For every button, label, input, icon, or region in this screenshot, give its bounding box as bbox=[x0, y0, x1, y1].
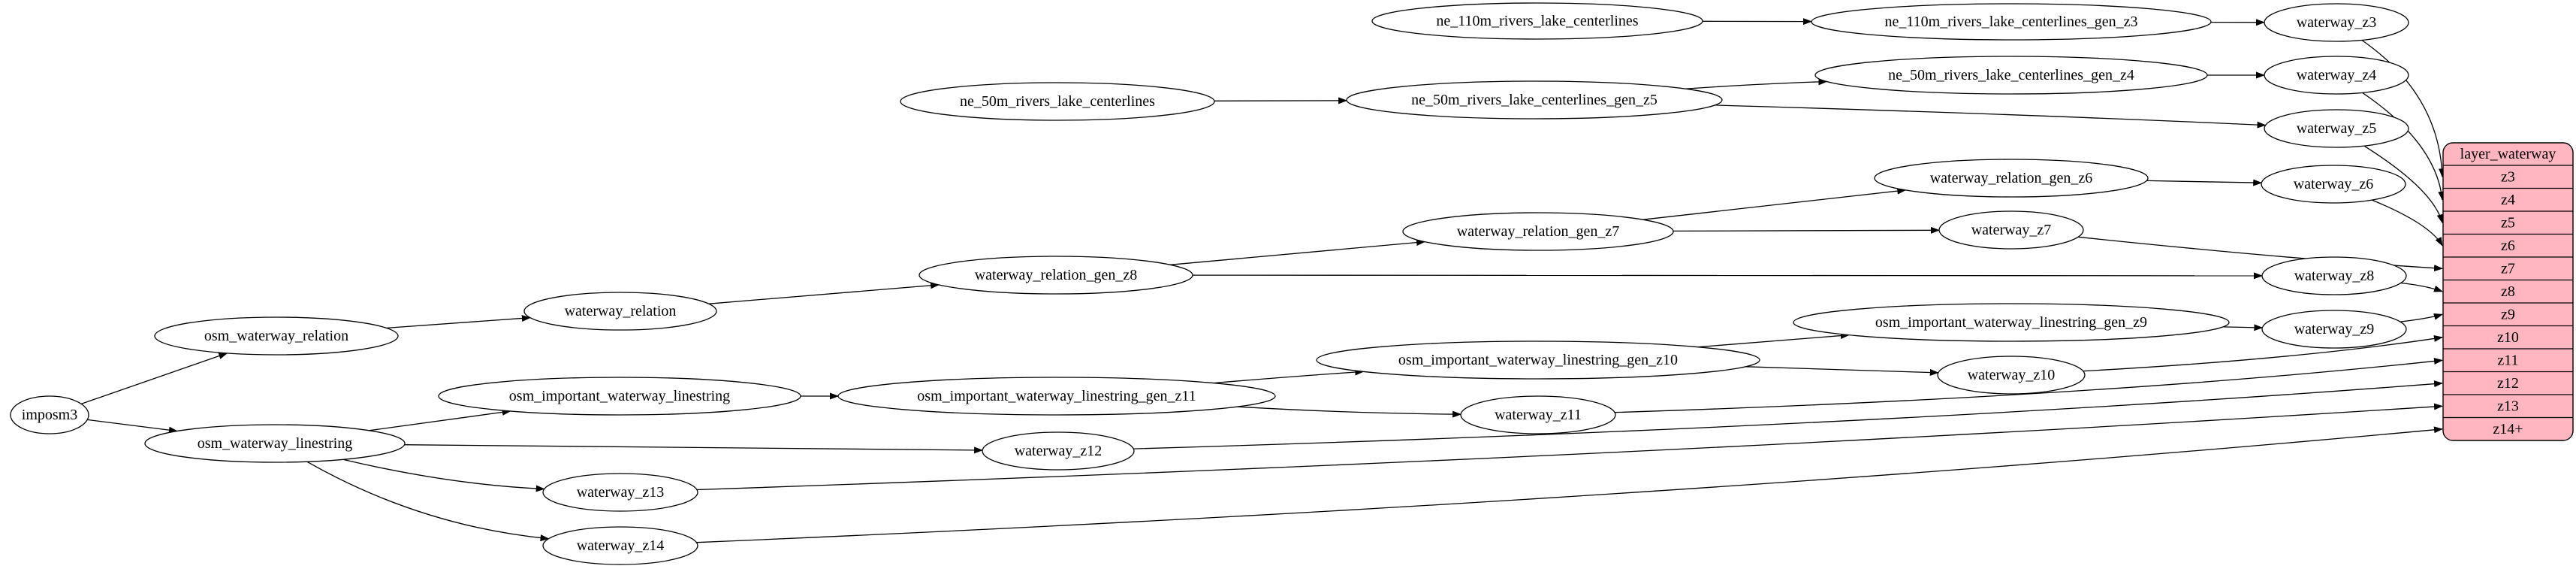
node-label-waterway_z5: waterway_z5 bbox=[2297, 120, 2377, 137]
node-label-waterway_relation: waterway_relation bbox=[565, 303, 677, 319]
table-row-z13: z13 bbox=[2497, 398, 2519, 414]
node-label-waterway_z7: waterway_z7 bbox=[1971, 222, 2052, 238]
node-label-waterway_z8: waterway_z8 bbox=[2294, 268, 2375, 284]
node-osm_important_waterway_linestring_gen_z10: osm_important_waterway_linestring_gen_z1… bbox=[1317, 341, 1760, 379]
node-waterway_z6: waterway_z6 bbox=[2261, 165, 2406, 203]
table-row-z8: z8 bbox=[2501, 283, 2515, 300]
edge-waterway_relation-to-waterway_relation_gen_z8 bbox=[709, 285, 939, 304]
node-waterway_z11: waterway_z11 bbox=[1461, 396, 1615, 434]
edge-waterway_relation_gen_z8-to-waterway_z8 bbox=[1193, 275, 2262, 276]
edge-waterway_z12-to-layer_waterway-z12 bbox=[1133, 383, 2442, 449]
node-waterway_z4: waterway_z4 bbox=[2264, 56, 2409, 94]
edge-waterway_relation_gen_z8-to-waterway_relation_gen_z7 bbox=[1170, 242, 1425, 265]
node-label-waterway_relation_gen_z6: waterway_relation_gen_z6 bbox=[1930, 170, 2093, 186]
node-label-osm_important_waterway_linestring_gen_z11: osm_important_waterway_linestring_gen_z1… bbox=[917, 388, 1196, 404]
table-layer-waterway: layer_waterway z3 z4 z5 z6 z7 z8 z9 z10 z11 z12 z13… bbox=[2443, 143, 2573, 440]
node-waterway_z3: waterway_z3 bbox=[2264, 4, 2409, 41]
node-label-waterway_z4: waterway_z4 bbox=[2297, 67, 2377, 83]
edge-osm_important_waterway_linestring_gen_z10-to-waterway_z10 bbox=[1745, 367, 1938, 373]
node-label-waterway_z3: waterway_z3 bbox=[2297, 14, 2377, 31]
edge-waterway_z8-to-layer_waterway-z8 bbox=[2401, 283, 2442, 292]
edge-waterway_z14-to-layer_waterway-z14+ bbox=[697, 429, 2443, 543]
table-row-z7: z7 bbox=[2501, 260, 2515, 277]
node-waterway_z10: waterway_z10 bbox=[1938, 356, 2085, 394]
node-label-osm_important_waterway_linestring_gen_z10: osm_important_waterway_linestring_gen_z1… bbox=[1398, 352, 1678, 368]
node-label-waterway_z9: waterway_z9 bbox=[2294, 321, 2375, 337]
node-waterway_relation: waterway_relation bbox=[524, 292, 716, 330]
edge-osm_important_waterway_linestring_gen_z10-to-osm_important_waterway_linestring_gen_z9 bbox=[1698, 335, 1849, 347]
node-label-osm_waterway_linestring: osm_waterway_linestring bbox=[198, 435, 353, 452]
edge-ne_50m_rivers_lake_centerlines_gen_z5-to-waterway_z5 bbox=[1715, 105, 2265, 126]
node-label-ne_110m_rivers_lake_centerlines_gen_z3: ne_110m_rivers_lake_centerlines_gen_z3 bbox=[1885, 14, 2138, 30]
edge-waterway_z6-to-layer_waterway-z6 bbox=[2372, 200, 2442, 246]
node-label-ne_110m_rivers_lake_centerlines: ne_110m_rivers_lake_centerlines bbox=[1436, 13, 1638, 29]
edge-ne_50m_rivers_lake_centerlines_gen_z5-to-ne_50m_rivers_lake_centerlines_gen_z4 bbox=[1686, 82, 1827, 89]
edge-waterway_relation_gen_z7-to-waterway_relation_gen_z6 bbox=[1643, 190, 1906, 219]
node-label-ne_50m_rivers_lake_centerlines_gen_z4: ne_50m_rivers_lake_centerlines_gen_z4 bbox=[1888, 67, 2134, 83]
edge-osm_important_waterway_linestring_gen_z11-to-osm_important_waterway_linestring_gen_z10 bbox=[1214, 371, 1364, 383]
node-waterway_relation_gen_z6: waterway_relation_gen_z6 bbox=[1875, 159, 2148, 197]
node-waterway_relation_gen_z7: waterway_relation_gen_z7 bbox=[1403, 213, 1673, 250]
node-label-imposm3: imposm3 bbox=[22, 407, 77, 423]
table-row-z11: z11 bbox=[2497, 352, 2518, 368]
node-waterway_z5: waterway_z5 bbox=[2264, 110, 2409, 147]
node-ne_110m_rivers_lake_centerlines: ne_110m_rivers_lake_centerlines bbox=[1372, 3, 1703, 39]
node-ne_110m_rivers_lake_centerlines_gen_z3: ne_110m_rivers_lake_centerlines_gen_z3 bbox=[1811, 4, 2211, 40]
node-ne_50m_rivers_lake_centerlines: ne_50m_rivers_lake_centerlines bbox=[900, 83, 1214, 120]
table-row-z10: z10 bbox=[2497, 329, 2519, 346]
table-row-z9: z9 bbox=[2501, 306, 2515, 322]
node-label-waterway_z11: waterway_z11 bbox=[1495, 407, 1582, 423]
edge-osm_important_waterway_linestring_gen_z11-to-waterway_z11 bbox=[1238, 407, 1461, 414]
edge-osm_important_waterway_linestring_gen_z9-to-waterway_z9 bbox=[2223, 327, 2263, 328]
node-osm_important_waterway_linestring_gen_z9: osm_important_waterway_linestring_gen_z9 bbox=[1793, 304, 2229, 341]
node-label-waterway_z14: waterway_z14 bbox=[577, 537, 665, 554]
table-row-z14+: z14+ bbox=[2493, 421, 2523, 437]
table-row-z6: z6 bbox=[2501, 238, 2515, 254]
node-label-ne_50m_rivers_lake_centerlines: ne_50m_rivers_lake_centerlines bbox=[960, 93, 1155, 110]
edge-osm_waterway_relation-to-waterway_relation bbox=[387, 318, 530, 328]
node-osm_important_waterway_linestring_gen_z11: osm_important_waterway_linestring_gen_z1… bbox=[838, 377, 1275, 415]
edge-waterway_relation_gen_z6-to-waterway_z6 bbox=[2146, 180, 2261, 183]
table-row-z5: z5 bbox=[2501, 214, 2515, 231]
node-osm_waterway_relation: osm_waterway_relation bbox=[155, 317, 398, 355]
node-ne_50m_rivers_lake_centerlines_gen_z5: ne_50m_rivers_lake_centerlines_gen_z5 bbox=[1347, 81, 1722, 119]
node-label-waterway_relation_gen_z7: waterway_relation_gen_z7 bbox=[1457, 223, 1620, 240]
node-waterway_z8: waterway_z8 bbox=[2262, 257, 2406, 295]
node-label-waterway_z13: waterway_z13 bbox=[577, 484, 665, 501]
table-row-z3: z3 bbox=[2501, 168, 2515, 185]
node-waterway_z12: waterway_z12 bbox=[982, 432, 1134, 470]
node-waterway_z9: waterway_z9 bbox=[2262, 310, 2406, 348]
node-label-waterway_relation_gen_z8: waterway_relation_gen_z8 bbox=[975, 267, 1138, 283]
edge-imposm3-to-osm_waterway_relation bbox=[81, 353, 227, 404]
node-waterway_z7: waterway_z7 bbox=[1939, 211, 2083, 249]
node-imposm3: imposm3 bbox=[11, 396, 89, 434]
node-osm_waterway_linestring: osm_waterway_linestring bbox=[145, 425, 405, 462]
node-label-waterway_z6: waterway_z6 bbox=[2294, 176, 2374, 192]
edge-osm_waterway_linestring-to-waterway_z12 bbox=[405, 445, 983, 450]
node-label-waterway_z12: waterway_z12 bbox=[1015, 443, 1102, 459]
table-title: layer_waterway bbox=[2460, 146, 2556, 162]
node-osm_important_waterway_linestring: osm_important_waterway_linestring bbox=[439, 377, 801, 415]
node-ne_50m_rivers_lake_centerlines_gen_z4: ne_50m_rivers_lake_centerlines_gen_z4 bbox=[1815, 56, 2207, 94]
edge-waterway_relation_gen_z7-to-waterway_z7 bbox=[1673, 230, 1939, 231]
node-label-waterway_z10: waterway_z10 bbox=[1968, 367, 2056, 383]
node-waterway_z13: waterway_z13 bbox=[543, 474, 698, 511]
edge-waterway_z9-to-layer_waterway-z9 bbox=[2400, 314, 2442, 322]
node-label-osm_important_waterway_linestring: osm_important_waterway_linestring bbox=[509, 388, 730, 404]
table-row-z12: z12 bbox=[2497, 375, 2519, 392]
node-label-ne_50m_rivers_lake_centerlines_gen_z5: ne_50m_rivers_lake_centerlines_gen_z5 bbox=[1411, 92, 1658, 108]
edge-osm_waterway_linestring-to-osm_important_waterway_linestring bbox=[369, 411, 510, 431]
node-label-osm_waterway_relation: osm_waterway_relation bbox=[204, 328, 348, 344]
edge-osm_waterway_linestring-to-waterway_z14 bbox=[307, 462, 549, 539]
edge-imposm3-to-osm_waterway_linestring bbox=[87, 419, 177, 431]
node-waterway_relation_gen_z8: waterway_relation_gen_z8 bbox=[919, 256, 1193, 294]
node-waterway_z14: waterway_z14 bbox=[543, 527, 698, 564]
edge-osm_waterway_linestring-to-waterway_z13 bbox=[343, 459, 544, 489]
node-label-osm_important_waterway_linestring_gen_z9: osm_important_waterway_linestring_gen_z9 bbox=[1875, 314, 2147, 331]
table-row-z4: z4 bbox=[2501, 192, 2515, 208]
